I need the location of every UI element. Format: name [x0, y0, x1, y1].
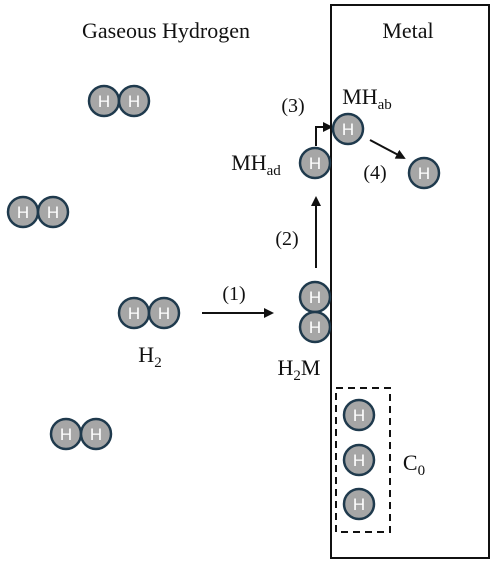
h2-molecule: H H	[49, 417, 113, 451]
svg-text:H: H	[90, 425, 102, 444]
c0-atom: H	[342, 398, 376, 432]
svg-text:H: H	[353, 451, 365, 470]
mhab-atom: H	[331, 112, 365, 146]
c0-label: C0	[403, 450, 425, 479]
h-atom: H	[49, 417, 83, 451]
c0-atom: H	[342, 443, 376, 477]
svg-text:H: H	[158, 304, 170, 323]
svg-text:H: H	[309, 154, 321, 173]
svg-text:H: H	[418, 164, 430, 183]
h-atom: H	[117, 84, 151, 118]
svg-text:H: H	[128, 92, 140, 111]
svg-text:H: H	[17, 203, 29, 222]
c0-dashed-box	[335, 387, 391, 533]
mhad-atom: H	[298, 146, 332, 180]
h-atom: H	[36, 195, 70, 229]
h2-molecule: H H	[87, 84, 151, 118]
svg-text:H: H	[342, 120, 354, 139]
h-atom: H	[79, 417, 113, 451]
svg-text:H: H	[309, 318, 321, 337]
svg-text:H: H	[353, 495, 365, 514]
svg-text:H: H	[309, 288, 321, 307]
step2-label: (2)	[275, 228, 298, 250]
mhab-label: MHab	[342, 84, 392, 113]
h-atom: H	[6, 195, 40, 229]
h2-molecule: H H	[117, 296, 181, 330]
step3-label: (3)	[281, 95, 304, 117]
h2m-label: H2M	[278, 355, 321, 384]
metal-region-title: Metal	[382, 18, 433, 43]
h-atom: H	[147, 296, 181, 330]
metal-region-box	[330, 4, 490, 559]
svg-text:H: H	[353, 406, 365, 425]
step4-label: (4)	[363, 162, 386, 184]
h-atom: H	[117, 296, 151, 330]
svg-text:H: H	[128, 304, 140, 323]
h-atom: H	[298, 280, 332, 314]
diffused-h-atom: H	[407, 156, 441, 190]
c0-atom: H	[342, 487, 376, 521]
mhad-label: MHad	[231, 150, 281, 179]
svg-text:H: H	[60, 425, 72, 444]
gas-region-title: Gaseous Hydrogen	[82, 18, 250, 43]
step1-label: (1)	[222, 283, 245, 305]
h2-molecule: H H	[6, 195, 70, 229]
h2m-molecule: H H	[298, 280, 332, 344]
h2-label: H2	[138, 342, 161, 371]
step3-arrow	[315, 122, 333, 146]
svg-text:H: H	[98, 92, 110, 111]
h-atom: H	[298, 310, 332, 344]
h-atom: H	[87, 84, 121, 118]
svg-text:H: H	[47, 203, 59, 222]
step4-arrow	[369, 139, 406, 159]
